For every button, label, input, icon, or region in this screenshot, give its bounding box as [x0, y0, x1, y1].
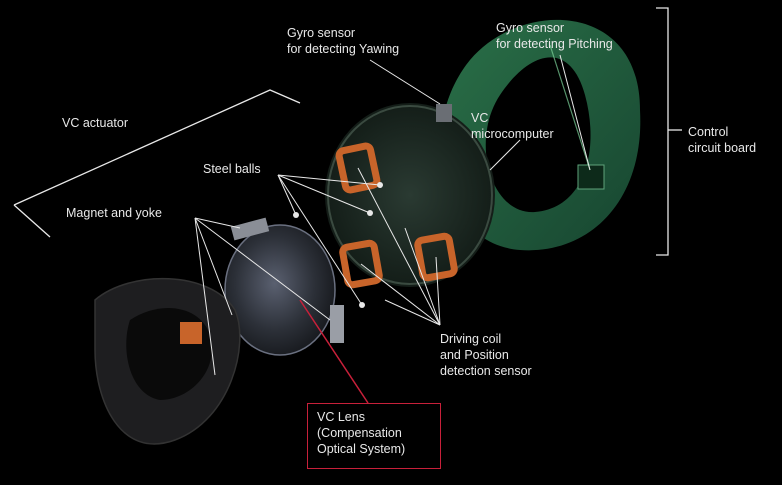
- vc-lens-element: [224, 217, 344, 356]
- label-vc-microcomputer: VC microcomputer: [471, 111, 554, 141]
- bracket-lines: [13, 7, 682, 256]
- vc-lens-leader: [299, 299, 369, 404]
- label-gyro-yaw: Gyro sensor for detecting Yawing: [287, 26, 400, 56]
- label-vc-lens: VC Lens (Compensation Optical System): [317, 410, 406, 456]
- label-driving-coil: Driving coil and Position detection sens…: [440, 332, 532, 378]
- driving-coils: [335, 142, 458, 289]
- label-steel-balls: Steel balls: [203, 162, 261, 176]
- leader-lines: [194, 54, 591, 376]
- vc-microcomputer-disc: [325, 103, 495, 287]
- label-magnet-yoke: Magnet and yoke: [66, 206, 162, 220]
- label-vc-actuator: VC actuator: [62, 116, 129, 130]
- gyro-sensor-chip: [436, 104, 452, 122]
- vc-lens-callout: VC Lens (Compensation Optical System): [307, 403, 441, 469]
- label-control-board: Control circuit board: [688, 125, 757, 155]
- label-gyro-pitch: Gyro sensor for detecting Pitching: [496, 21, 613, 51]
- base-holder: [94, 277, 241, 445]
